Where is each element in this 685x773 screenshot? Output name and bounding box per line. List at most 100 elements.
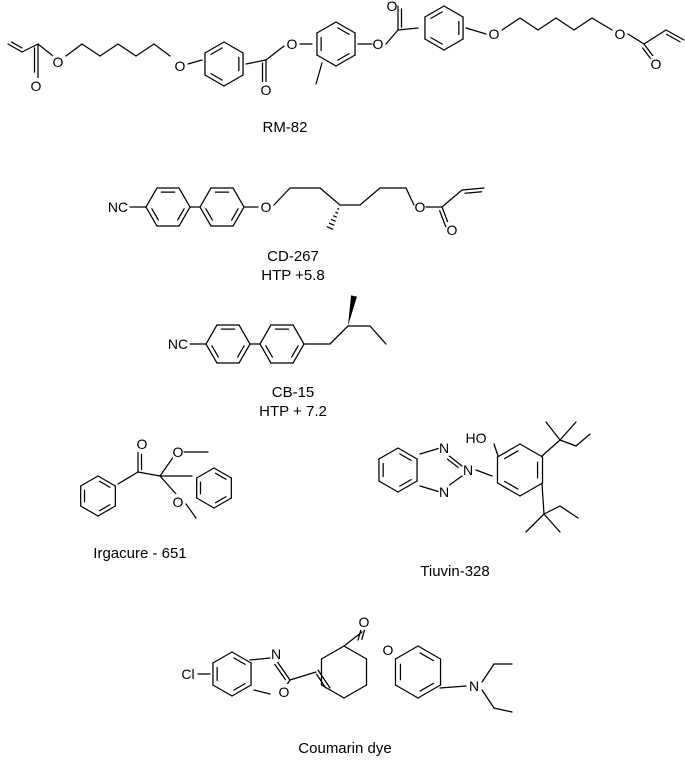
atom-label-o: O <box>651 56 662 72</box>
atom-label-o: O <box>287 36 298 52</box>
atom-label-background <box>52 54 64 70</box>
bond <box>212 684 233 697</box>
bond <box>326 226 334 230</box>
atom-label-ho: HO <box>466 430 487 446</box>
atom-label-background <box>488 26 500 42</box>
compound-name-cb-15: CB-15 <box>271 384 315 401</box>
bond <box>519 482 544 497</box>
bond <box>397 27 419 31</box>
atom-label-nc: NC <box>168 336 188 352</box>
bond <box>541 439 561 457</box>
bond <box>230 208 239 221</box>
bond <box>316 54 337 67</box>
bond <box>153 43 171 57</box>
bond <box>99 43 119 57</box>
atom-label-background <box>178 666 198 682</box>
atom-label-background <box>168 336 188 352</box>
bond <box>343 645 368 660</box>
atom-label-background <box>136 436 148 452</box>
bond <box>496 443 521 458</box>
atom-label-background <box>468 678 480 694</box>
bond <box>210 72 223 81</box>
bond <box>464 191 483 194</box>
bond <box>399 453 412 462</box>
atom-label-background <box>270 646 282 662</box>
atom-label-o: O <box>137 436 148 452</box>
bond <box>117 43 137 57</box>
bond <box>176 208 185 221</box>
atom-label-background <box>358 614 370 630</box>
bond <box>265 345 274 358</box>
bond <box>135 43 155 57</box>
bond <box>232 187 245 208</box>
atom-label-background <box>260 199 272 215</box>
bond <box>213 467 232 479</box>
bond <box>259 324 272 345</box>
bond <box>573 17 593 31</box>
bond <box>555 17 575 31</box>
bond <box>559 439 577 447</box>
bond <box>317 669 331 689</box>
bond <box>419 682 435 692</box>
bond <box>394 684 419 699</box>
bond <box>145 187 158 208</box>
bond <box>519 17 539 31</box>
bond <box>210 47 223 56</box>
bond <box>7 43 23 53</box>
bond <box>537 17 557 31</box>
bond <box>214 496 227 504</box>
bond <box>292 324 305 345</box>
atom-label-background <box>172 494 184 510</box>
bond <box>424 5 445 18</box>
atom-label-n: N <box>469 678 479 694</box>
atom-label-background <box>382 642 394 658</box>
bond <box>328 222 335 226</box>
compound-htp-cd-267: HTP +5.8 <box>261 267 325 284</box>
bond <box>145 206 158 227</box>
bond <box>643 29 667 45</box>
bond <box>441 189 463 208</box>
bond <box>503 480 519 490</box>
bond <box>212 651 233 664</box>
bond <box>275 659 291 681</box>
bond <box>475 469 493 477</box>
bond <box>343 684 368 699</box>
bond <box>627 33 645 45</box>
bond <box>65 43 83 57</box>
bond-layer <box>7 5 685 713</box>
atom-label-o: O <box>489 26 500 42</box>
bond <box>335 21 356 34</box>
atom-label-background <box>286 36 298 52</box>
bond <box>290 345 299 358</box>
caption-rm-82: RM-82 <box>235 118 335 137</box>
atom-label-background <box>174 58 186 74</box>
bond <box>238 343 251 364</box>
bond <box>199 206 212 227</box>
bond <box>205 208 214 221</box>
atom-label-background <box>372 36 384 52</box>
atom-label-n: N <box>439 484 449 500</box>
atom-label-background <box>108 199 128 215</box>
bond <box>361 628 366 640</box>
bond <box>98 504 111 512</box>
bond <box>378 447 399 460</box>
bond <box>117 471 139 485</box>
bond <box>369 325 387 345</box>
atom-label-o: O <box>383 642 394 658</box>
bond <box>211 345 220 358</box>
caption-cb-15: CB-15 HTP + 7.2 <box>228 383 358 421</box>
bond <box>642 47 653 61</box>
bond <box>493 443 499 457</box>
bond <box>446 458 459 469</box>
atom-label-background <box>466 430 486 446</box>
bond <box>265 45 285 61</box>
bond <box>151 208 160 221</box>
atom-label-o: O <box>53 54 64 70</box>
bond <box>559 421 577 441</box>
compound-name-irgacure-651: Irgacure - 651 <box>93 545 187 562</box>
atom-label-background <box>278 684 290 700</box>
bond <box>541 483 545 515</box>
bond <box>337 27 350 36</box>
